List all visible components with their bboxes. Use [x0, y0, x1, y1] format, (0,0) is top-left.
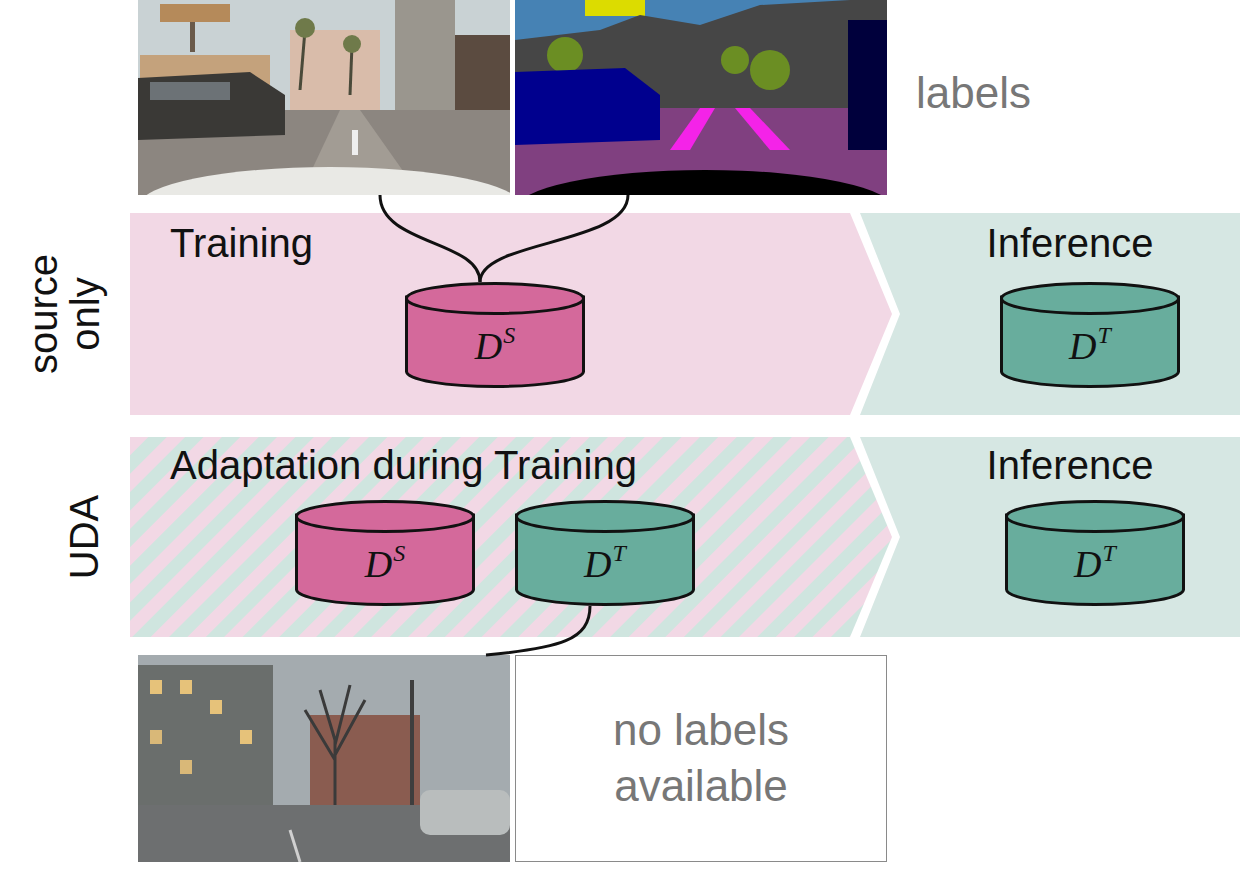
- illustration-part: [295, 18, 315, 38]
- illustration-part: [138, 72, 285, 140]
- illustration-part: [160, 4, 230, 22]
- leader-line: [486, 606, 590, 655]
- illustration-part: [150, 730, 162, 744]
- foggy-street-photo: [138, 655, 510, 862]
- shape-part: [860, 213, 1240, 415]
- illustration-part: [300, 30, 305, 90]
- illustration-part: [138, 665, 273, 815]
- illustration-part: [240, 730, 252, 744]
- note-text: no labels available: [566, 702, 836, 814]
- illustration-part: [343, 35, 361, 53]
- dataset-label: DT: [515, 542, 695, 586]
- band-title: Inference: [900, 219, 1240, 267]
- stage-band: TrainingDS: [130, 213, 892, 415]
- dataset-label: DS: [295, 542, 475, 586]
- illustration-part: [150, 680, 162, 694]
- illustration-part: [180, 760, 192, 774]
- illustration-part: [310, 715, 420, 810]
- stage-band: Adaptation during TrainingDSDT: [130, 437, 892, 637]
- dataset-superscript: T: [1103, 540, 1116, 566]
- illustration-part: [515, 68, 660, 145]
- illustration-part: [670, 108, 715, 150]
- illustration-part: [585, 0, 645, 16]
- game-screenshot: [138, 0, 510, 195]
- illustration-part: [515, 170, 887, 195]
- illustration-part: [290, 30, 380, 115]
- dataset-symbol: D: [584, 543, 611, 585]
- dataset-cylinder: DS: [295, 500, 475, 606]
- shape-part: [517, 502, 694, 532]
- band-title: Training: [170, 219, 313, 267]
- shape-part: [407, 284, 584, 314]
- dataset-symbol: D: [475, 325, 502, 367]
- illustration-part: [305, 685, 365, 820]
- shape-part: [860, 437, 1240, 637]
- dataset-label: DS: [405, 324, 585, 368]
- illustration-part: [410, 680, 414, 810]
- leader-line: [480, 195, 628, 282]
- illustration-part: [150, 82, 230, 100]
- illustration-part: [721, 46, 749, 74]
- band-title: Inference: [900, 441, 1240, 489]
- illustration-part: [138, 0, 510, 195]
- shape-part: [130, 437, 892, 637]
- row-label: source only: [22, 239, 106, 389]
- illustration-part: [750, 50, 790, 90]
- shape-part: [130, 213, 892, 415]
- stage-band: InferenceDT: [860, 437, 1240, 637]
- shape-part: [1007, 502, 1184, 532]
- illustration-part: [180, 680, 192, 694]
- illustration-part: [848, 20, 887, 150]
- dataset-label: DT: [1000, 324, 1180, 368]
- band-title: Adaptation during Training: [170, 441, 637, 489]
- shape-part: [1002, 284, 1179, 314]
- dataset-superscript: T: [613, 540, 626, 566]
- dataset-label: DT: [1005, 542, 1185, 586]
- dataset-superscript: S: [393, 540, 405, 566]
- dataset-symbol: D: [365, 543, 392, 585]
- illustration-part: [420, 790, 510, 835]
- illustration-part: [138, 655, 510, 862]
- row-label: UDA: [63, 447, 105, 627]
- illustration-part: [352, 130, 358, 155]
- segmentation-labels: [515, 0, 887, 195]
- stage-band: InferenceDT: [860, 213, 1240, 415]
- note-box: no labels available: [515, 655, 887, 862]
- illustration-part: [735, 108, 790, 150]
- illustration-part: [140, 167, 510, 195]
- illustration-part: [210, 700, 222, 714]
- leader-line: [380, 195, 480, 282]
- illustration-part: [190, 22, 195, 52]
- dataset-cylinder: DT: [1000, 282, 1180, 388]
- illustration-part: [395, 0, 455, 115]
- dataset-superscript: S: [503, 322, 515, 348]
- illustration-part: [290, 830, 300, 862]
- dataset-cylinder: DS: [405, 282, 585, 388]
- illustration-part: [547, 37, 583, 73]
- shape-part: [297, 502, 474, 532]
- dataset-symbol: D: [1069, 325, 1096, 367]
- illustration-part: [515, 0, 887, 195]
- dataset-cylinder: DT: [515, 500, 695, 606]
- dataset-superscript: T: [1098, 322, 1111, 348]
- dataset-symbol: D: [1074, 543, 1101, 585]
- annotation-label: labels: [916, 70, 1031, 116]
- dataset-cylinder: DT: [1005, 500, 1185, 606]
